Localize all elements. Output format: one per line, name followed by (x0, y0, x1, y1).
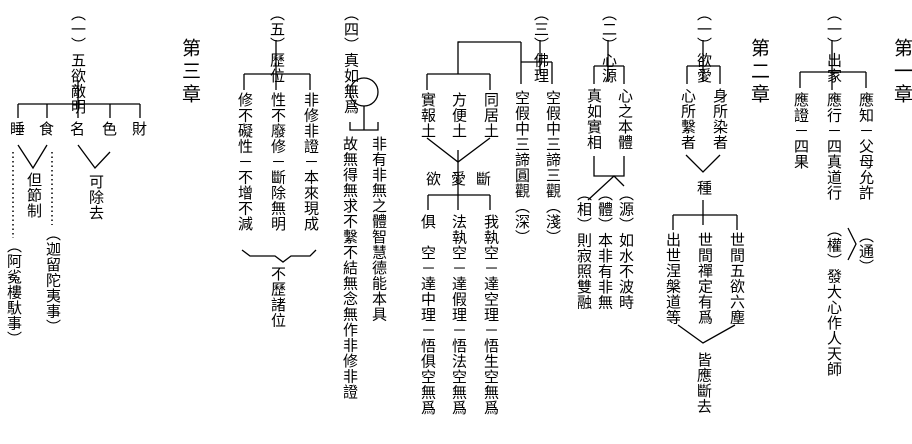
kind-label: 種 (695, 180, 713, 196)
branch-should-realize: 應證－四果 (792, 92, 810, 170)
true-suchness: 真如實相 (585, 88, 603, 150)
moderation: 但節制 (25, 172, 43, 219)
section-heading: （一）欲愛 (695, 6, 713, 84)
food-char: 食 (39, 120, 55, 138)
cut-ignorance: 性不廢修－斷除無明 (269, 92, 287, 232)
desire-char: 欲 (426, 170, 442, 188)
essence-line: （體）本非有非無 (596, 186, 614, 310)
cut-char: 斷 (476, 170, 492, 188)
three-truths-deep: 空假中三諦圓觀（深） (513, 90, 531, 245)
neither-increase: 修不礙性－不增不減 (236, 92, 254, 232)
self-attachment-empty: 我執空－達空理－悟生空無爲 (482, 214, 500, 416)
transcendent-nirvana: 出世涅槃道等 (664, 232, 682, 325)
non-attainment: 故無得無求不繫不結無念無作非修非證 (341, 136, 359, 400)
aspect-line: （相）則寂照雙融 (575, 186, 593, 310)
branch-general: （通） (857, 228, 875, 275)
source-line: （源）如水不波時 (617, 186, 635, 310)
inherent-wisdom: 非有非無之體智慧德能本具 (370, 136, 388, 322)
aniruddha-story: （阿㝹樓馱事） (5, 238, 23, 347)
form-char: 色 (102, 120, 118, 138)
section-heading: （一）出家 (825, 6, 843, 84)
land-reward: 實報土 (419, 92, 437, 139)
dharma-attachment-empty: 法執空－達假理－悟法空無爲 (450, 214, 468, 416)
fame-char: 名 (70, 120, 86, 138)
wealth-char: 財 (132, 120, 148, 138)
chapter-1-heading: 第一章 (891, 38, 912, 107)
section-heading: （五）歷位 (268, 6, 286, 84)
branch-should-know: 應知－父母允許 (857, 92, 875, 201)
land-coexistence: 同居土 (482, 92, 500, 139)
all-should-cut: 皆應斷去 (695, 352, 713, 414)
chapter-3-heading: 第三章 (179, 38, 201, 107)
section-heading: （四）真如無爲 (342, 6, 387, 115)
section-heading: （三）佛理 (532, 6, 550, 84)
can-remove: 可除去 (87, 174, 105, 221)
branch-expedient: （權）發大心作人天師 (825, 222, 843, 377)
sleep-char: 睡 (10, 120, 26, 138)
mind-attachment: 心所繫者 (679, 88, 697, 150)
worldly-meditation: 世間禪定有爲 (696, 232, 714, 325)
mind-essence: 心之本體 (616, 88, 634, 150)
land-expedient: 方便土 (450, 92, 468, 139)
innately-complete: 非修非證－本來現成 (302, 92, 320, 232)
three-truths-shallow: 空假中三諦三觀（淺） (544, 90, 562, 245)
section-heading: （二）心源 (600, 6, 618, 84)
kaludayin-story: （迦留陀夷事） (44, 226, 62, 335)
section-heading-text: （四）真如無爲 (342, 6, 360, 115)
branch-should-practice: 應行－四真道行 (825, 92, 843, 201)
chapter-2-heading: 第二章 (748, 38, 770, 107)
both-empty: 俱 空－達中理－悟俱空無爲 (419, 214, 437, 416)
no-stages: 不歷諸位 (269, 266, 287, 328)
body-attachment: 身所染者 (711, 88, 729, 150)
section-heading: （一）五欲敵明 (69, 6, 87, 115)
love-char: 愛 (451, 170, 467, 188)
worldly-desires: 世間五欲六塵 (728, 232, 746, 325)
